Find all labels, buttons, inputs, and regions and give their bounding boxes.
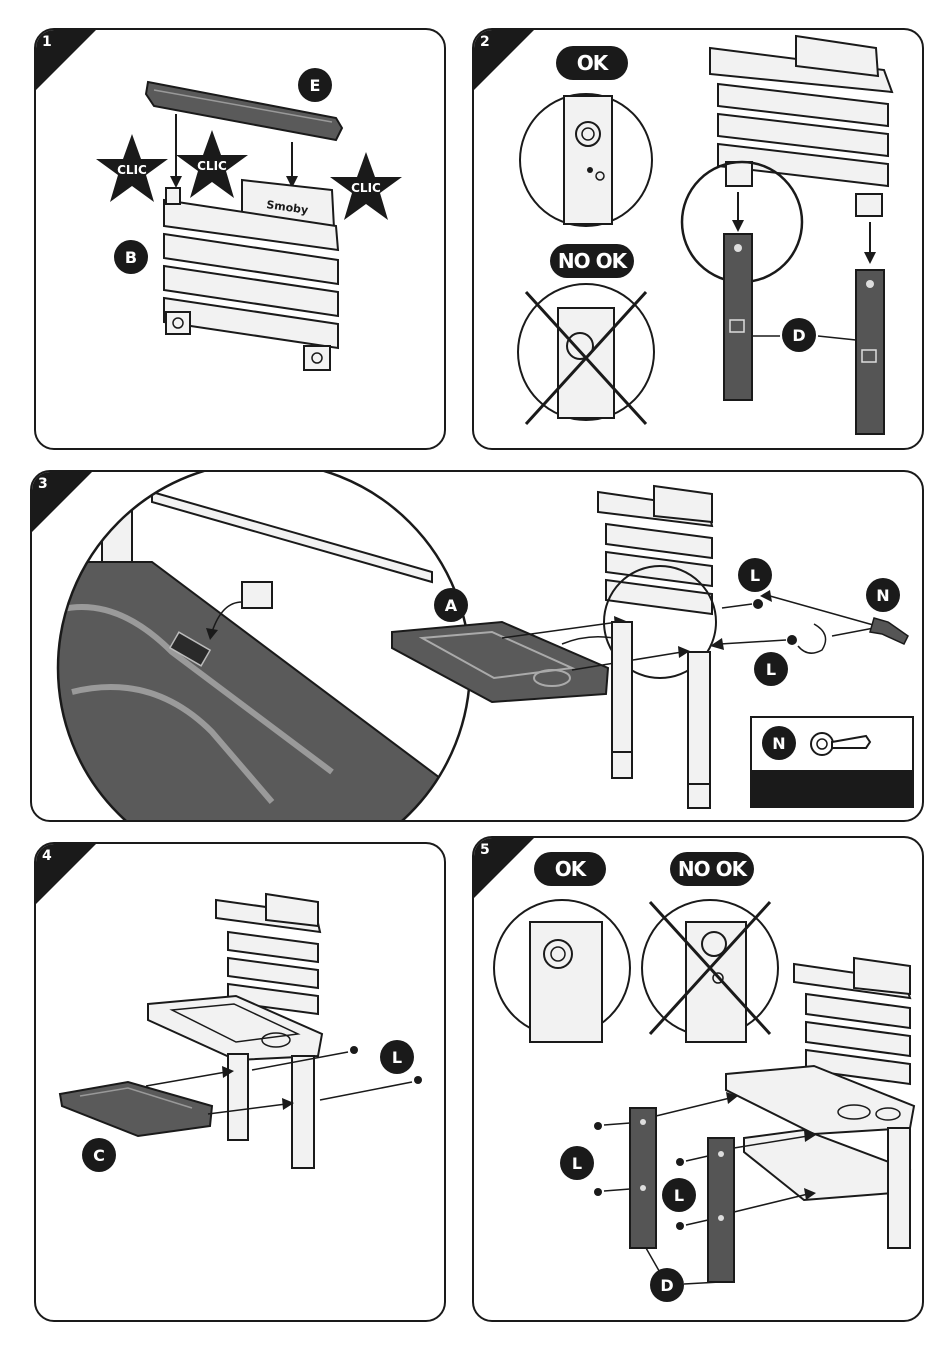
part-e-callout: E (298, 68, 332, 102)
step-2-panel: 2 (472, 28, 924, 450)
part-d-callout: D (782, 318, 816, 352)
no-ok-label: NO OK (670, 852, 754, 886)
part-l-callout-bottom: L (754, 652, 788, 686)
step-4-panel: 4 L C (34, 842, 446, 1322)
clic-label: CLIC (172, 126, 252, 206)
legend-n-callout: N (762, 726, 796, 760)
clic-star-2: CLIC (172, 126, 252, 206)
part-c-callout: C (82, 1138, 116, 1172)
part-l-callout: L (380, 1040, 414, 1074)
legend-footer-bar (752, 770, 912, 806)
step-1-illustration: Smoby (36, 30, 444, 448)
part-n-callout: N (866, 578, 900, 612)
part-l-callout-left: L (560, 1146, 594, 1180)
ok-label: OK (556, 46, 628, 80)
key-n-icon (806, 724, 906, 764)
step-4-illustration (36, 844, 444, 1320)
step-5-panel: 5 (472, 836, 924, 1322)
parts-legend: N (750, 716, 914, 808)
part-b-callout: B (114, 240, 148, 274)
part-a-callout: A (434, 588, 468, 622)
clic-label: CLIC (326, 148, 406, 228)
part-l-callout-right: L (662, 1178, 696, 1212)
no-ok-label: NO OK (550, 244, 634, 278)
part-d-callout: D (650, 1268, 684, 1302)
step-5-illustration (474, 838, 922, 1320)
ok-label: OK (534, 852, 606, 886)
clic-star-3: CLIC (326, 148, 406, 228)
step-2-illustration (474, 30, 922, 448)
part-l-callout-top: L (738, 558, 772, 592)
clic-label: CLIC (92, 130, 172, 210)
step-1-panel: 1 Smoby CLIC CLIC CLIC (34, 28, 446, 450)
clic-star-1: CLIC (92, 130, 172, 210)
